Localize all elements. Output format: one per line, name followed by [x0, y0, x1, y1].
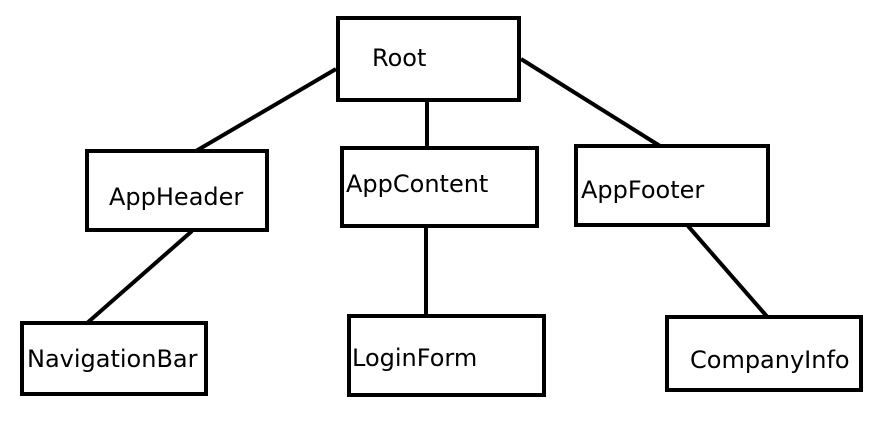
node-root — [336, 16, 521, 102]
node-app-content — [340, 146, 539, 228]
node-label-app-header: AppHeader — [109, 183, 244, 211]
node-company-info — [665, 315, 863, 392]
node-app-footer — [574, 144, 770, 227]
edge-appfooter-companyinfo — [686, 224, 772, 322]
edge-root-appfooter — [519, 57, 662, 148]
node-login-form — [347, 314, 546, 397]
edge-appheader-navigationbar — [84, 229, 194, 326]
node-navigation-bar — [20, 321, 208, 396]
node-label-company-info: CompanyInfo — [690, 346, 850, 374]
node-label-navigation-bar: NavigationBar — [27, 345, 198, 373]
edge-root-appheader — [194, 67, 338, 153]
node-label-app-content: AppContent — [346, 170, 489, 198]
node-label-app-footer: AppFooter — [581, 176, 705, 204]
node-app-header — [85, 149, 269, 232]
node-label-root: Root — [372, 44, 427, 72]
node-label-login-form: LoginForm — [352, 344, 478, 372]
